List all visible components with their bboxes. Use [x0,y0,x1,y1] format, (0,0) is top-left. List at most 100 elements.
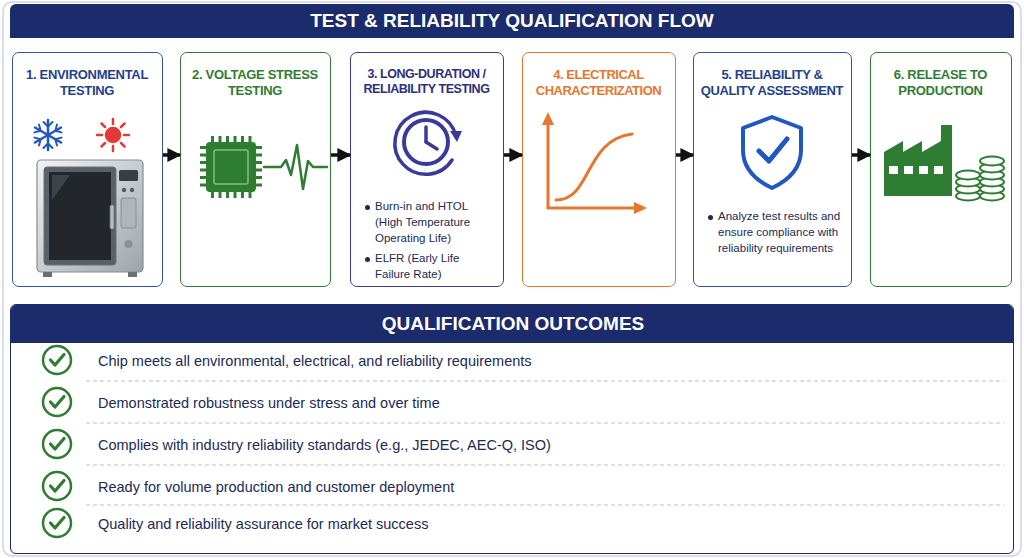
coin-stack [980,185,1004,194]
snowflake-icon [46,131,63,146]
climate-chamber [52,175,70,200]
coin-stack [956,185,980,194]
outcome-checks [43,388,71,416]
outer-frame [3,2,1021,556]
outcome-checks [43,472,71,500]
process-box: 3. LONG-DURATION / RELIABILITY TESTING Bu… [350,52,504,287]
clock-icon [395,112,456,174]
coin-stack [980,192,1004,201]
outcome-checks [43,430,71,458]
section-heading: QUALIFICATION OUTCOMES [11,305,1014,343]
step-heading: 3. LONG-DURATION / RELIABILITY TESTING [354,67,499,98]
row-separators [86,381,1004,505]
clock-icon [424,127,428,142]
sun-icon [102,143,106,147]
sun-icon [106,128,120,142]
chip-icon [256,146,262,188]
clock-icon [395,112,462,174]
climate-chamber [119,170,138,181]
flow-arrow [331,153,350,157]
diagram-title: TEST & RELIABILITY QUALIFICATION FLOW [10,4,1014,38]
shield-icon [743,117,801,188]
outcome-checks [43,346,71,374]
coin-stack [956,157,1004,201]
step-heading: 1. ENVIRONMENTAL TESTING [16,67,158,99]
sun-icon [97,134,102,137]
climate-chamber [44,167,116,265]
coin-stack [980,157,1004,166]
chip-icon [200,146,206,188]
climate-chamber [130,188,134,192]
process-box: 4. ELECTRICAL CHARACTERIZATION [522,52,676,287]
factory-icon [889,166,898,174]
characterization-graph [548,120,638,208]
factory-icon [884,125,952,196]
flow-arrow [676,153,693,157]
clock-icon [450,131,462,142]
process-box: 5. RELIABILITY & QUALITY ASSESSMENT Analy… [693,52,852,287]
sun-icon [112,146,115,151]
sun-icon [121,143,125,147]
waveform-symbol [264,145,327,189]
step-heading: 5. RELIABILITY & QUALITY ASSESSMENT [697,67,847,99]
row-separators [86,381,1004,382]
climate-chamber [49,172,111,260]
characterization-graph [542,112,554,125]
climate-chamber [43,272,52,277]
snowflake-icon [33,124,50,139]
shield-icon [743,117,801,188]
row-separators [86,505,1004,506]
factory-icon [904,166,913,174]
flow-arrow [852,153,870,157]
snowflake-icon [44,135,53,150]
factory-icon [934,166,943,174]
outcomes-panel: QUALIFICATION OUTCOMES Chip meets all env… [10,304,1014,554]
climate-chamber [37,160,143,277]
climate-chamber [37,160,143,272]
chip-icon [203,139,259,195]
clock-icon [426,142,437,149]
outcome-item: Ready for volume production and customer… [98,475,1003,499]
snowflake-icon [33,131,50,146]
outcome-item: Complies with industry reliability stand… [98,433,1003,457]
step-bullet: Analyze test results and ensure complian… [707,209,841,257]
coin-stack [980,171,1004,180]
climate-chamber [110,205,114,229]
chip-icon [211,136,253,142]
outcome-item: Quality and reliability assurance for ma… [98,512,1003,536]
process-box: 2. VOLTAGE STRESS TESTING [180,52,331,287]
coin-stack [956,171,980,180]
flow-arrow [163,153,180,157]
sun-icon [121,124,125,128]
outcome-item: Chip meets all environmental, electrical… [98,349,1003,373]
characterization-graph [542,112,647,214]
climate-chamber [125,240,133,248]
factory-icon [919,166,928,174]
chip-icon [211,192,253,198]
climate-chamber [128,272,137,277]
sun-icon [102,124,106,128]
snowflake-icon [44,120,53,135]
outcome-checks [43,509,71,537]
row-separators [86,423,1004,424]
chip-icon [214,150,248,184]
flow-arrow [504,153,522,157]
coin-stack [956,192,980,201]
climate-chamber [121,198,136,228]
factory-icon [884,125,952,196]
row-separators [86,465,1004,466]
step-bullet: Burn-in and HTOL (High Temperature Opera… [364,199,493,247]
coin-stack [956,178,980,187]
step-heading: 6. RELEASE TO PRODUCTION [874,67,1007,99]
chip-icon [206,142,256,192]
step-bullet: ELFR (Early Life Failure Rate) [364,251,493,283]
sun-icon [124,134,129,137]
step-heading: 4. ELECTRICAL CHARACTERIZATION [526,67,671,99]
characterization-graph [634,202,647,214]
process-box: 1. ENVIRONMENTAL TESTING [12,52,163,287]
snowflake-icon [46,124,63,139]
